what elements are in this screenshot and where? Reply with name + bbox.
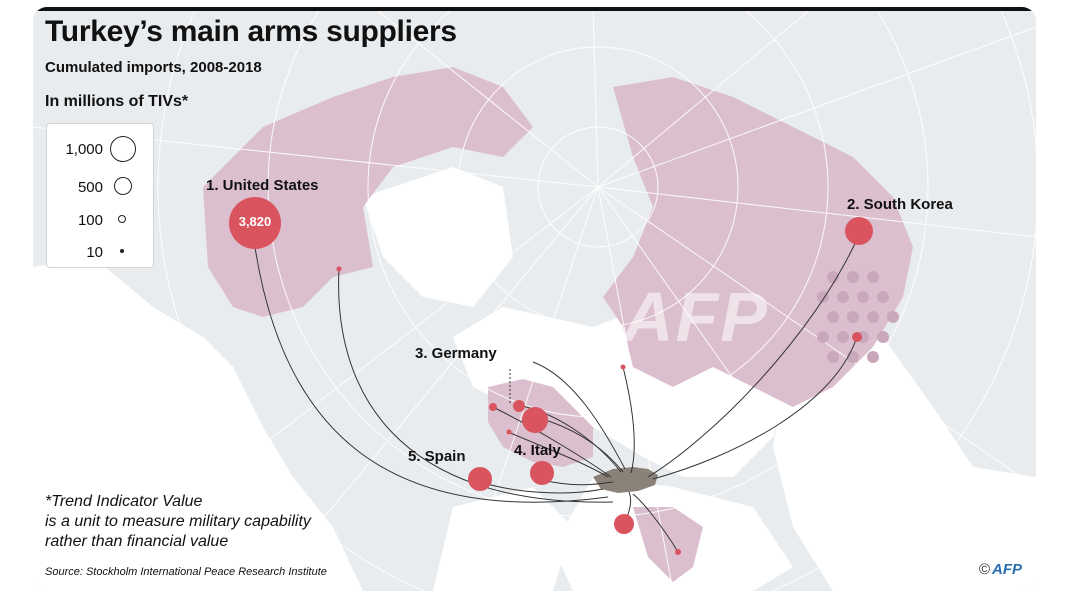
- label-germany: 3. Germany: [415, 345, 497, 362]
- legend-label: 500: [77, 179, 103, 196]
- legend-item-100: 100: [47, 208, 153, 232]
- legend-circle-500: [114, 177, 132, 195]
- land-arabia: [633, 507, 703, 582]
- bubble-israel: [614, 514, 634, 534]
- source-note: Source: Stockholm International Peace Re…: [45, 566, 327, 578]
- legend-circle-1000: [110, 136, 136, 162]
- flow-norway: [532, 361, 626, 470]
- bubble-arabia: [675, 549, 681, 555]
- footnote: *Trend Indicator Value is a unit to meas…: [45, 492, 311, 552]
- bubble-china: [852, 332, 862, 342]
- footnote-line: *Trend Indicator Value: [45, 493, 203, 510]
- label-spain: 5. Spain: [408, 448, 466, 465]
- map-subtitle: Cumulated imports, 2008-2018: [45, 59, 262, 76]
- afp-logo: AFP: [992, 561, 1022, 578]
- label-italy: 4. Italy: [514, 442, 561, 459]
- bubble-russia: [620, 364, 626, 370]
- turkey: [593, 467, 658, 493]
- legend-circle-10: [120, 249, 124, 253]
- label-south-korea: 2. South Korea: [847, 196, 953, 213]
- legend-circle-100: [118, 215, 126, 223]
- flow-arabia: [632, 493, 679, 553]
- footnote-line: rather than financial value: [45, 533, 229, 550]
- bubble-south-korea: [845, 217, 873, 245]
- bubble-italy: [530, 461, 554, 485]
- flow-russia: [622, 366, 635, 474]
- flow-italy: [541, 479, 614, 486]
- flow-united-states-1: [254, 246, 609, 503]
- flow-south-korea-1: [647, 234, 860, 478]
- copyright-symbol: ©: [978, 561, 990, 578]
- map-canvas: [33, 7, 1036, 591]
- supply-flows: [254, 234, 860, 553]
- value-united-states: 3,820: [238, 214, 272, 229]
- bubble-canada: [336, 266, 342, 272]
- flow-south-korea-2: [652, 336, 858, 480]
- bubble-united-states: [229, 197, 281, 249]
- bubble-netherlands: [513, 400, 525, 412]
- legend-item-500: 500: [47, 175, 153, 199]
- flow-uk: [492, 406, 612, 478]
- legend-label: 1,000: [65, 141, 103, 158]
- legend-item-1000: 1,000: [47, 136, 153, 162]
- bubble-germany: [522, 407, 548, 433]
- bubble-france: [506, 429, 512, 435]
- legend-label: 10: [86, 244, 103, 261]
- footnote-line: is a unit to measure military capability: [45, 513, 311, 530]
- label-united-states: 1. United States: [206, 177, 319, 194]
- bubble-spain: [468, 467, 492, 491]
- afp-credit: ©AFP: [979, 561, 1022, 578]
- afp-watermark: AFP: [623, 278, 769, 356]
- map-title: Turkey’s main arms suppliers: [45, 15, 457, 48]
- units-label: In millions of TIVs*: [45, 93, 189, 110]
- graticule: [33, 7, 1036, 591]
- size-legend: 1,000 500 100 10: [46, 123, 154, 268]
- halftone-pattern: [817, 271, 899, 363]
- legend-label: 100: [77, 212, 103, 229]
- bubble-uk: [489, 403, 497, 411]
- map-card: AFP Turkey’s main arms suppliers Cumulat…: [33, 7, 1036, 591]
- flow-united-states-2: [338, 268, 614, 503]
- legend-item-10: 10: [47, 240, 153, 264]
- card-top-bar: [33, 7, 1036, 11]
- flow-spain: [479, 481, 604, 494]
- flow-france: [507, 431, 609, 478]
- land-russia: [603, 77, 913, 407]
- supplier-bubbles: [229, 197, 873, 555]
